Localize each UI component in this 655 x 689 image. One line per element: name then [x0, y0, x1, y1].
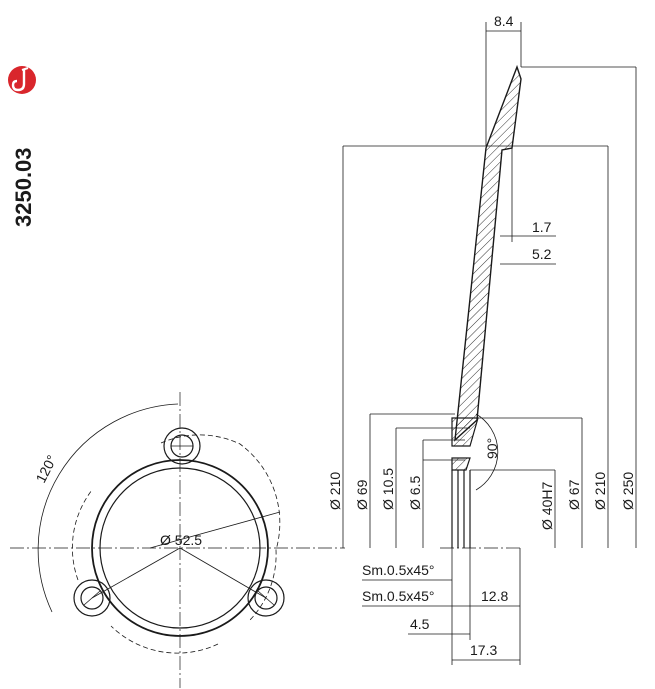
dia-210-right-label: Ø 210	[592, 472, 608, 510]
offset-5-2-label: 5.2	[532, 246, 552, 262]
part-number: 3250.03	[11, 147, 36, 227]
dia-67-label: Ø 67	[566, 479, 582, 510]
dia-250-label: Ø 250	[620, 472, 636, 510]
dia-6-5-label: Ø 6.5	[407, 476, 423, 510]
diameter-leader	[149, 511, 281, 549]
angle-90-label: 90°	[484, 438, 500, 459]
offset-1-7-label: 1.7	[532, 219, 552, 235]
angle-arc-90	[475, 413, 499, 491]
inner-bore-circle	[91, 459, 269, 637]
bolt-hole-left	[73, 579, 111, 617]
saxophone-icon	[8, 66, 36, 94]
length-17-3-label: 17.3	[470, 642, 497, 658]
chamfer-1-label: Sm.0.5x45°	[362, 562, 435, 578]
front-view: 120° Ø 52.5	[10, 392, 345, 688]
angle-arc-120	[37, 403, 179, 613]
chamfer-2-label: Sm.0.5x45°	[362, 588, 435, 604]
length-12-8-label: 12.8	[481, 588, 508, 604]
top-width-label: 8.4	[494, 13, 514, 29]
section-view: 8.4 1.7 5.2 90° Ø 210 Ø 69 Ø 10.5 Ø 6.5 …	[327, 13, 637, 665]
flange-outline	[71, 434, 281, 654]
brand-logo	[8, 66, 36, 94]
dia-10-5-label: Ø 10.5	[380, 468, 396, 510]
bore-circle	[99, 467, 261, 629]
dia-210-left-label: Ø 210	[327, 472, 343, 510]
bolt-hole-right	[247, 579, 285, 617]
cone-section	[454, 64, 522, 442]
front-diameter-label: Ø 52.5	[160, 532, 202, 548]
bolt-hole-top	[163, 427, 201, 465]
dia-69-label: Ø 69	[354, 479, 370, 510]
dia-40h7-label: Ø 40H7	[539, 482, 555, 530]
length-4-5-label: 4.5	[410, 616, 430, 632]
